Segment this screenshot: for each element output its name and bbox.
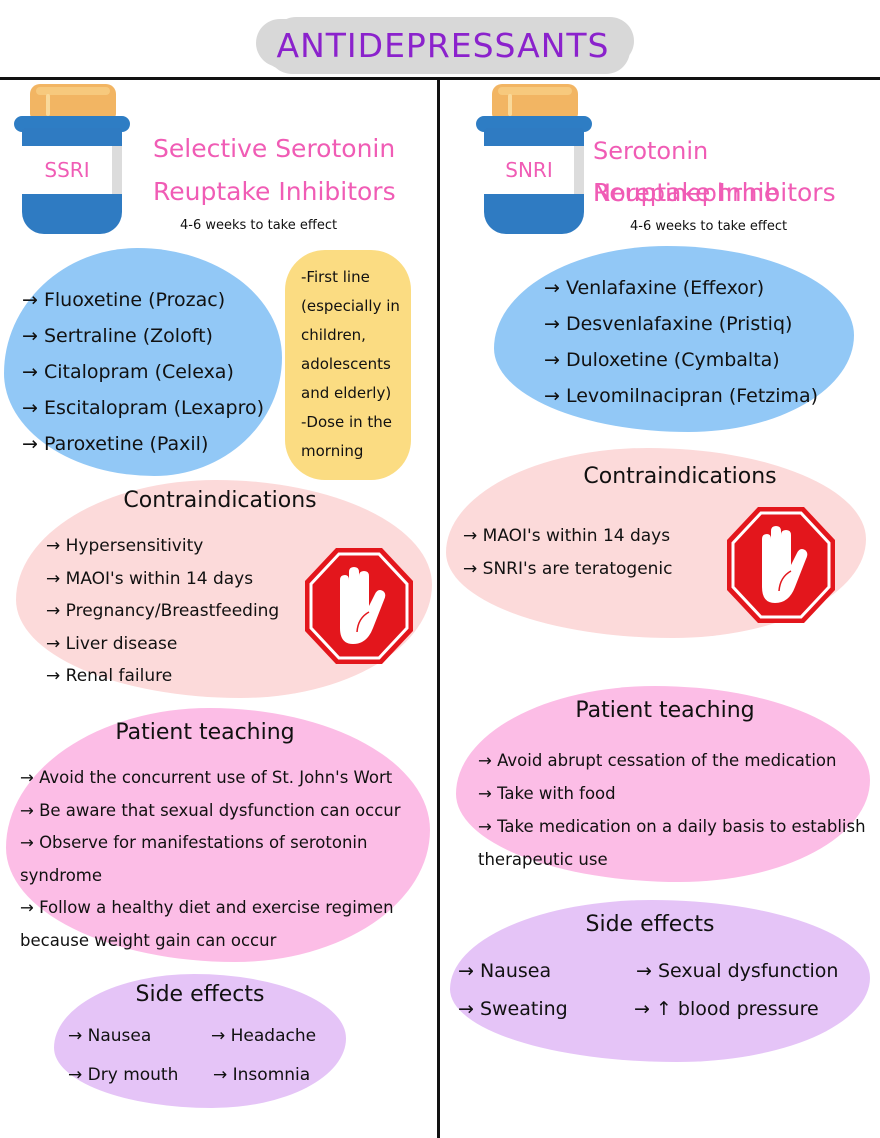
side-effect-item: → Headache [211, 1026, 317, 1046]
side-effect-item: → Insomnia [213, 1065, 311, 1085]
side-effect-item: → Dry mouth [68, 1065, 179, 1085]
note-line: -First line [301, 268, 370, 286]
list-item: → MAOI's within 14 days [463, 526, 671, 546]
note-line: (especially in [301, 297, 400, 315]
title-highlight [262, 22, 624, 70]
ssri-contra-list: → Hypersensitivity → MAOI's within 14 da… [46, 530, 279, 693]
list-item: → Hypersensitivity [46, 536, 204, 556]
side-effect-item: → Nausea [458, 960, 552, 982]
side-effect-item: → ↑ blood pressure [634, 998, 819, 1020]
list-item: → Citalopram (Celexa) [22, 361, 234, 383]
note-line: and elderly) [301, 384, 392, 402]
note-line: -Dose in the [301, 413, 393, 431]
list-item: → SNRI's are teratogenic [463, 558, 673, 579]
list-item: → Venlafaxine (Effexor) [544, 277, 765, 299]
list-item: → Escitalopram (Lexapro) [22, 397, 265, 419]
bottle-label: SNRI [484, 146, 584, 194]
note-line: morning [301, 442, 364, 460]
snri-drugs-cloud [494, 246, 854, 432]
ssri-side-cloud [54, 974, 346, 1108]
snri-teaching-cloud [456, 686, 870, 882]
snri-teaching-list: → Avoid abrupt cessation of the medicati… [478, 744, 866, 876]
ssri-contra-title: Contraindications [123, 488, 317, 513]
list-item: therapeutic use [478, 850, 608, 869]
list-item: → Avoid the concurrent use of St. John's… [20, 768, 393, 787]
pill-bottle-icon: SNRI [474, 84, 594, 234]
list-item: → Be aware that sexual dysfunction can o… [20, 800, 401, 820]
snri-contra-title: Contraindications [583, 464, 777, 489]
bottle-label: SSRI [22, 146, 122, 194]
snri-side-cloud [450, 900, 870, 1062]
list-item: → Follow a healthy diet and exercise reg… [20, 898, 394, 917]
column-divider [437, 78, 440, 1138]
ssri-onset: 4-6 weeks to take effect [180, 218, 338, 233]
list-item: → Sertraline (Zoloft) [22, 325, 213, 347]
ssri-drug-list: → Fluoxetine (Prozac) → Sertraline (Zolo… [22, 282, 264, 462]
ssri-teaching-cloud [6, 708, 430, 962]
side-effect-item: → Nausea [68, 1026, 152, 1046]
ssri-side-title: Side effects [135, 982, 265, 1007]
list-item: → Avoid abrupt cessation of the medicati… [478, 751, 837, 770]
stop-hand-icon [727, 507, 835, 623]
ssri-heading-line1: Selective Serotonin [153, 134, 396, 163]
list-item: → MAOI's within 14 days [46, 568, 254, 589]
note-line: children, [301, 326, 366, 344]
list-item: → Observe for manifestations of serotoni… [20, 833, 368, 852]
note-line: adolescents [301, 355, 391, 373]
ssri-teaching-list: → Avoid the concurrent use of St. John's… [20, 762, 401, 957]
side-effect-item: → Sexual dysfunction [636, 960, 839, 982]
side-effect-item: → Sweating [458, 998, 568, 1020]
ssri-note-cloud [285, 250, 411, 480]
ssri-heading-line2: Reuptake Inhibitors [153, 177, 396, 206]
list-item: → Pregnancy/Breastfeeding [46, 601, 280, 621]
snri-contra-list: → MAOI's within 14 days → SNRI's are ter… [463, 520, 673, 585]
header-divider [0, 77, 880, 80]
ssri-drugs-cloud [4, 248, 282, 476]
bottle-cap [30, 84, 116, 118]
list-item: → Liver disease [46, 633, 178, 654]
snri-heading-line2: Reuptake Inhibitors [593, 178, 836, 207]
ssri-note: -First line (especially in children, ado… [301, 263, 400, 466]
list-item: → Take with food [478, 784, 616, 803]
snri-teaching-title: Patient teaching [575, 698, 755, 723]
list-item: → Take medication on a daily basis to es… [478, 817, 866, 836]
list-item: syndrome [20, 865, 103, 885]
list-item: → Renal failure [46, 666, 173, 686]
list-item: → Desvenlafaxine (Pristiq) [544, 313, 793, 335]
ssri-teaching-title: Patient teaching [115, 720, 295, 745]
snri-heading-line1: Serotonin Norepinephrine [593, 137, 779, 207]
list-item: → Fluoxetine (Prozac) [22, 289, 226, 311]
list-item: → Duloxetine (Cymbalta) [544, 349, 780, 371]
list-item: because weight gain can occur [20, 930, 277, 950]
page-title: ANTIDEPRESSANTS [276, 26, 610, 65]
snri-drug-list: → Venlafaxine (Effexor) → Desvenlafaxine… [544, 270, 818, 414]
list-item: → Levomilnacipran (Fetzima) [544, 385, 819, 407]
bottle-cap [492, 84, 578, 118]
stop-hand-icon [305, 548, 413, 664]
list-item: → Paroxetine (Paxil) [22, 433, 209, 455]
snri-side-title: Side effects [585, 912, 715, 937]
snri-onset: 4-6 weeks to take effect [630, 219, 788, 234]
pill-bottle-icon: SSRI [12, 84, 132, 234]
